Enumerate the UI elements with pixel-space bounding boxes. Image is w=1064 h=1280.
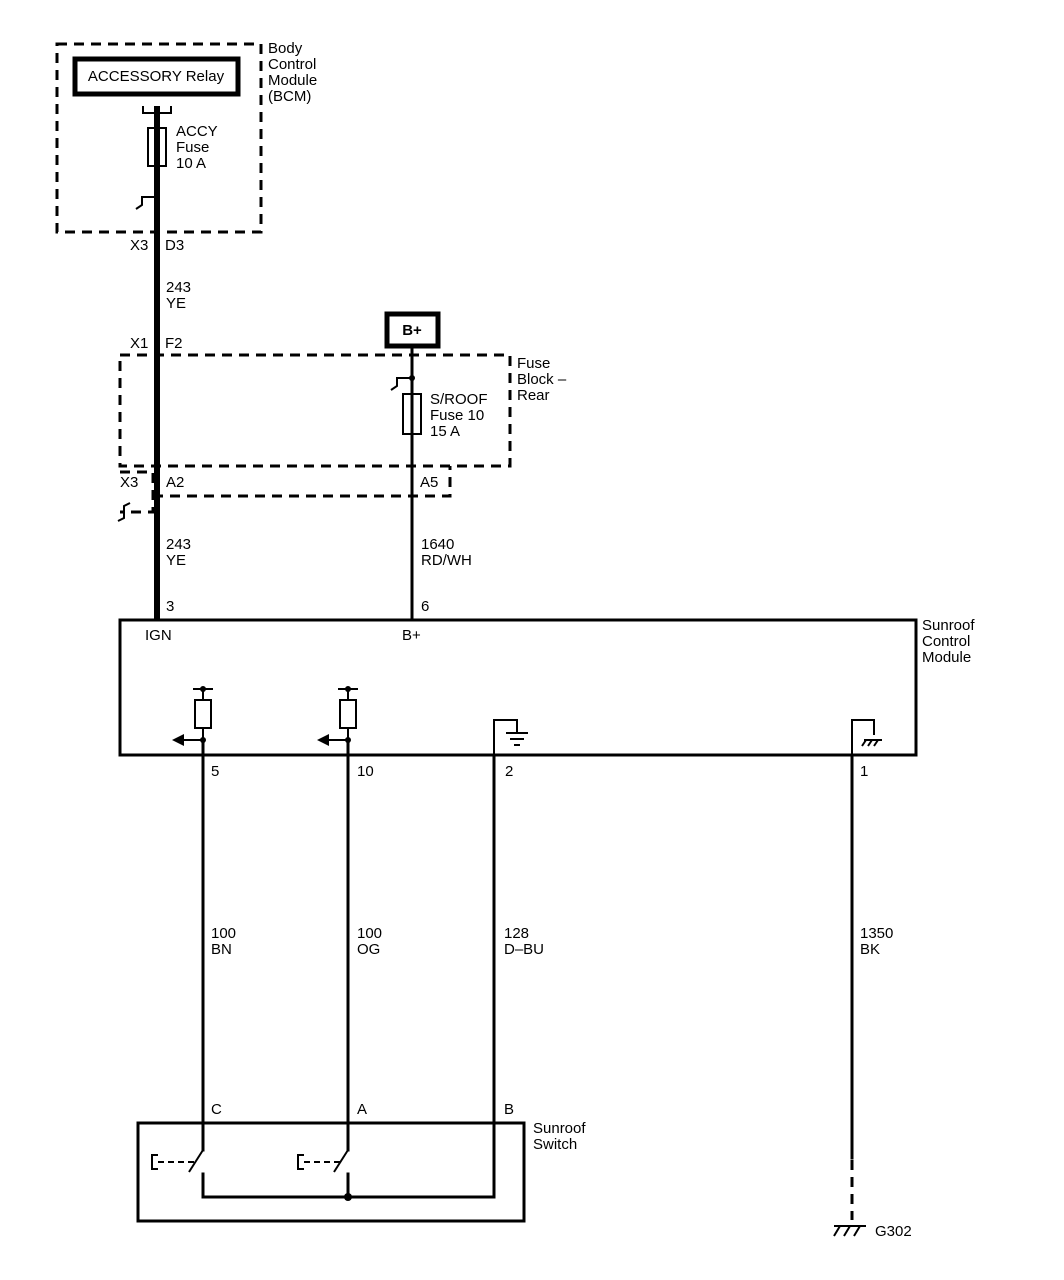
switch-pin-c: C [211,1101,222,1118]
circuit-1640-color: RD/WH [421,552,472,569]
fuse-block-x3-connector-outline-2 [153,466,452,498]
sroof-fuse-line-2: Fuse 10 [430,407,484,424]
module-pin-10: 10 [357,763,374,780]
circuit-100-bn-color: BN [211,941,232,958]
fuse-block-output-connector: X3 [120,474,138,491]
pullup-pin5-resistor-icon [194,699,212,729]
module-label-bplus: B+ [402,627,421,644]
bcm-name-line-2: Control [268,56,316,73]
bcm-name-line-3: Module [268,72,317,89]
fuse-block-x3-connector-outline [120,470,155,514]
signal-ground-icon [493,719,528,755]
ground-label: G302 [875,1223,912,1240]
circuit-100-og-color: OG [357,941,380,958]
control-module-name-line-3: Module [922,649,971,666]
sroof-fuse-line-3: 15 A [430,423,460,440]
bcm-connector-label: X3 [130,237,148,254]
switch-contact-a-icon [333,1149,349,1173]
control-module-name-line-1: Sunroof [922,617,975,634]
circuit-1350-bk-color: BK [860,941,880,958]
switch-contact-c-icon [188,1149,204,1173]
switch-name-line-1: Sunroof [533,1120,586,1137]
fuse-block-name-line-3: Rear [517,387,550,404]
bcm-connector-hook-icon [135,196,157,210]
module-pin-2: 2 [505,763,513,780]
circuit-243-lower-color: YE [166,552,186,569]
fuse-block-boundary [118,353,512,468]
fuse-block-input-connector: X1 [130,335,148,352]
chassis-ground-icon [851,719,882,755]
circuit-128-dbu-number: 128 [504,925,529,942]
switch-common-bus [201,1172,496,1199]
module-pin-5: 5 [211,763,219,780]
control-module-name-line-2: Control [922,633,970,650]
switch-pin-b: B [504,1101,514,1118]
fuse-block-output-pin-ign: A2 [166,474,184,491]
bcm-name-line-1: Body [268,40,303,57]
accessory-relay-label: ACCESSORY Relay [88,68,225,85]
circuit-128-dbu-color: D–BU [504,941,544,958]
x3-hook-icon [117,502,131,522]
accy-fuse-line-1: ACCY [176,123,218,140]
g302-ground-icon [833,1225,866,1237]
sroof-fuse-line-1: S/ROOF [430,391,488,408]
module-pin-ign: 3 [166,598,174,615]
circuit-243-upper-color: YE [166,295,186,312]
pullup-pin10-resistor-icon [339,699,357,729]
bcm-connector-pin: D3 [165,237,184,254]
fuse-block-name-line-2: Block – [517,371,567,388]
circuit-243-upper-number: 243 [166,279,191,296]
circuit-1350-bk-number: 1350 [860,925,893,942]
circuit-100-bn-number: 100 [211,925,236,942]
switch-pin-a: A [357,1101,367,1118]
fuse-block-input-pin: F2 [165,335,183,352]
module-pin-1: 1 [860,763,868,780]
fuse-block-name-line-1: Fuse [517,355,550,372]
module-label-ign: IGN [145,627,172,644]
switch-name-line-2: Switch [533,1136,577,1153]
fuse-block-output-pin-bplus: A5 [420,474,438,491]
circuit-243-lower-number: 243 [166,536,191,553]
accessory-relay-box [72,56,241,97]
battery-label: B+ [402,322,422,339]
accy-fuse-line-2: Fuse [176,139,209,156]
accy-fuse-line-3: 10 A [176,155,206,172]
bcm-name-line-4: (BCM) [268,88,311,105]
fuse-block-hook-icon [390,377,412,391]
circuit-1640-number: 1640 [421,536,454,553]
sunroof-switch-box [136,1121,526,1223]
circuit-100-og-number: 100 [357,925,382,942]
control-module-box [118,618,918,757]
module-pin-bplus: 6 [421,598,429,615]
